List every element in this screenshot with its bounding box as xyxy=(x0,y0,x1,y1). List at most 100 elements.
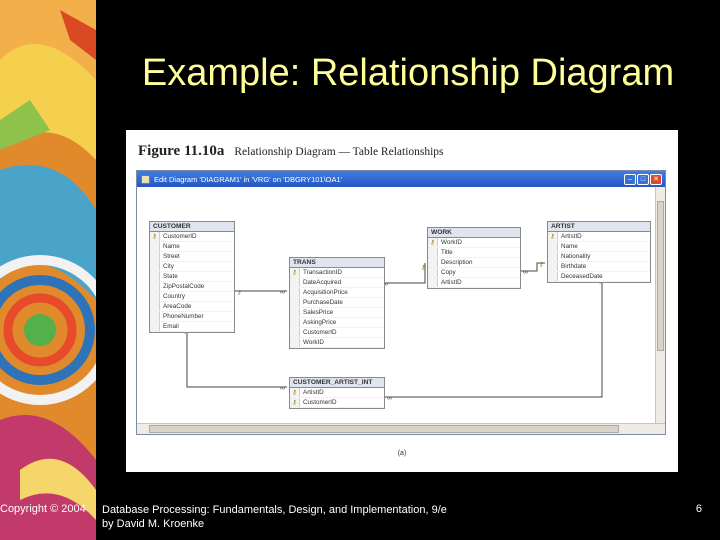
primary-key-icon: ⚷ xyxy=(548,232,558,241)
table-field-row[interactable]: Name xyxy=(150,242,234,252)
table-field-row[interactable]: WorkID xyxy=(290,338,384,348)
table-field-row[interactable]: DeceasedDate xyxy=(548,272,650,282)
row-selector xyxy=(290,278,300,287)
table-field-row[interactable]: Street xyxy=(150,252,234,262)
table-header: WORK xyxy=(428,228,520,238)
table-header: ARTIST xyxy=(548,222,650,232)
field-name: Country xyxy=(163,293,186,300)
table-field-row[interactable]: ArtistID xyxy=(428,278,520,288)
table-field-row[interactable]: AcquisitionPrice xyxy=(290,288,384,298)
table-field-row[interactable]: AskingPrice xyxy=(290,318,384,328)
field-name: Birthdate xyxy=(561,263,587,270)
table-field-row[interactable]: DateAcquired xyxy=(290,278,384,288)
table-field-row[interactable]: ⚷ArtistID xyxy=(548,232,650,242)
table-field-row[interactable]: Description xyxy=(428,258,520,268)
maximize-icon[interactable]: □ xyxy=(637,173,649,185)
primary-key-icon: ⚷ xyxy=(428,238,438,247)
field-name: AreaCode xyxy=(163,303,192,310)
table-field-row[interactable]: State xyxy=(150,272,234,282)
window-titlebar[interactable]: Edit Diagram 'DIAGRAM1' in 'VRG' on 'DBG… xyxy=(137,171,665,187)
field-name: City xyxy=(163,263,174,270)
row-selector xyxy=(150,262,160,271)
table-field-row[interactable]: CustomerID xyxy=(290,328,384,338)
table-field-row[interactable]: ⚷CustomerID xyxy=(150,232,234,242)
row-selector xyxy=(150,292,160,301)
field-name: Email xyxy=(163,323,179,330)
footer-book-author: by David M. Kroenke xyxy=(102,518,205,530)
scroll-thumb[interactable] xyxy=(657,201,664,351)
window-title: Edit Diagram 'DIAGRAM1' in 'VRG' on 'DBG… xyxy=(154,174,343,184)
svg-text:⚷: ⚷ xyxy=(421,264,425,271)
figure-caption: Figure 11.10a Relationship Diagram — Tab… xyxy=(138,142,444,160)
row-selector xyxy=(290,298,300,307)
table-field-row[interactable]: Country xyxy=(150,292,234,302)
table-field-row[interactable]: Email xyxy=(150,322,234,332)
footer-book-title: Database Processing: Fundamentals, Desig… xyxy=(102,504,447,516)
table-field-row[interactable]: ZipPostalCode xyxy=(150,282,234,292)
primary-key-icon: ⚷ xyxy=(290,388,300,397)
field-name: AcquisitionPrice xyxy=(303,289,348,296)
close-icon[interactable]: ✕ xyxy=(650,173,662,185)
field-name: WorkID xyxy=(303,339,324,346)
figure-subcaption: (a) xyxy=(397,450,407,457)
row-selector xyxy=(150,282,160,291)
row-selector xyxy=(150,302,160,311)
field-name: AskingPrice xyxy=(303,319,337,326)
field-name: ArtistID xyxy=(441,279,462,286)
table-field-row[interactable]: SalesPrice xyxy=(290,308,384,318)
svg-text:∞: ∞ xyxy=(280,385,285,392)
table-field-row[interactable]: ⚷TransactionID xyxy=(290,268,384,278)
table-field-row[interactable]: PhoneNumber xyxy=(150,312,234,322)
row-selector xyxy=(548,252,558,261)
vertical-scrollbar[interactable] xyxy=(655,187,665,423)
decorative-art-strip xyxy=(0,0,96,540)
field-name: Nationality xyxy=(561,253,591,260)
table-field-row[interactable]: Copy xyxy=(428,268,520,278)
table-field-row[interactable]: Title xyxy=(428,248,520,258)
row-selector xyxy=(290,288,300,297)
primary-key-icon: ⚷ xyxy=(290,398,300,407)
table-field-row[interactable]: ⚷ArtistID xyxy=(290,388,384,398)
row-selector xyxy=(150,312,160,321)
row-selector xyxy=(428,258,438,267)
table-field-row[interactable]: AreaCode xyxy=(150,302,234,312)
field-name: Name xyxy=(163,243,180,250)
diagram-canvas[interactable]: ⚷ ∞ ∞ ⚷ ∞ ⚷ ⚷ ∞ ⚷ ∞ CUSTOMER ⚷CustomerID… xyxy=(137,187,655,423)
slide-title: Example: Relationship Diagram xyxy=(141,52,675,94)
row-selector xyxy=(428,268,438,277)
table-field-row[interactable]: Birthdate xyxy=(548,262,650,272)
table-field-row[interactable]: ⚷CustomerID xyxy=(290,398,384,408)
row-selector xyxy=(150,242,160,251)
minimize-icon[interactable]: – xyxy=(624,173,636,185)
row-selector xyxy=(428,278,438,287)
row-selector xyxy=(290,308,300,317)
scroll-thumb[interactable] xyxy=(149,425,619,433)
field-name: DeceasedDate xyxy=(561,273,603,280)
field-name: CustomerID xyxy=(303,399,337,406)
table-field-row[interactable]: Nationality xyxy=(548,252,650,262)
svg-text:⚷: ⚷ xyxy=(539,261,543,268)
table-field-row[interactable]: PurchaseDate xyxy=(290,298,384,308)
table-header: CUSTOMER_ARTIST_INT xyxy=(290,378,384,388)
table-field-row[interactable]: ⚷WorkID xyxy=(428,238,520,248)
field-name: SalesPrice xyxy=(303,309,334,316)
field-name: Copy xyxy=(441,269,456,276)
figure-number: Figure 11.10a xyxy=(138,143,225,159)
field-name: State xyxy=(163,273,178,280)
page-number: 6 xyxy=(695,503,702,515)
table-header: TRANS xyxy=(290,258,384,268)
table-header: CUSTOMER xyxy=(150,222,234,232)
table-field-row[interactable]: Name xyxy=(548,242,650,252)
row-selector xyxy=(150,322,160,331)
table-customer-artist-int[interactable]: CUSTOMER_ARTIST_INT ⚷ArtistID⚷CustomerID xyxy=(289,377,385,409)
diagram-app-icon xyxy=(141,174,150,184)
field-name: CustomerID xyxy=(303,329,337,336)
field-name: ZipPostalCode xyxy=(163,283,205,290)
field-name: Description xyxy=(441,259,473,266)
horizontal-scrollbar[interactable] xyxy=(137,423,665,434)
table-field-row[interactable]: City xyxy=(150,262,234,272)
